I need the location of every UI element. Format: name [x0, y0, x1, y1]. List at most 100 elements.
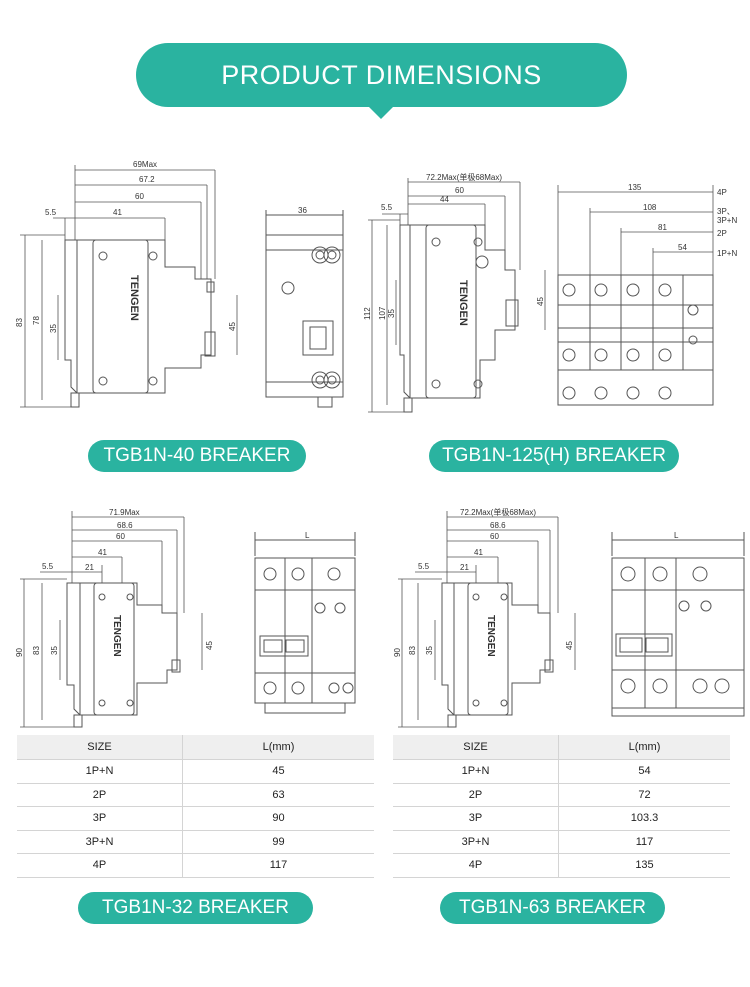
- tgb1n125-dim-60: 60: [455, 186, 464, 195]
- tgb1n40-dim-36: 36: [298, 206, 307, 215]
- table-cell-size: 2P: [17, 783, 183, 807]
- tgb1n63-dim-68.6: 68.6: [490, 521, 506, 530]
- table-cell-length: 54: [558, 759, 730, 784]
- tgb1n63-side-drawing: TENGEN 72.2Max(单极68Max) 68.6 60 41: [390, 505, 600, 735]
- tgb1n63-dim-5.5: 5.5: [418, 562, 430, 571]
- tgb1n125-label-3pn: 3P+N: [717, 216, 737, 225]
- table-cell-length: 103.3: [558, 806, 730, 831]
- tgb1n32-dim-21: 21: [85, 563, 94, 572]
- tgb1n32-dim-41: 41: [98, 548, 107, 557]
- table-header-row: SIZE L(mm): [393, 735, 730, 760]
- table-header-row: SIZE L(mm): [17, 735, 374, 760]
- tgb1n125-dim-5.5: 5.5: [381, 203, 393, 212]
- tgb1n40-label: TGB1N-40 BREAKER: [88, 440, 306, 472]
- table-cell-length: 117: [182, 853, 374, 878]
- tgb1n40-dim-83: 83: [15, 318, 24, 327]
- tgb1n63-dim-83: 83: [408, 646, 417, 655]
- tgb1n40-dim-78: 78: [32, 316, 41, 325]
- tgb1n125-dim-72max: 72.2Max(单极68Max): [426, 172, 502, 182]
- tgb1n125-side-drawing: TENGEN 72.2Max(单极68Max) 60 44 5.5 112 10…: [360, 170, 560, 420]
- table-cell-length: 117: [558, 830, 730, 854]
- tgb1n63-dim-60: 60: [490, 532, 499, 541]
- table-header-length: L(mm): [182, 735, 374, 760]
- tgb1n125-dim-35: 35: [387, 309, 396, 318]
- tgb1n125-dim-81: 81: [658, 223, 667, 232]
- tgb1n125-label-2p: 2P: [717, 229, 727, 238]
- tgb1n63-dim-45: 45: [565, 641, 574, 650]
- table-header-size: SIZE: [17, 735, 183, 760]
- tgb1n125-dim-45: 45: [536, 297, 545, 306]
- tgb1n63-brand: TENGEN: [485, 615, 496, 657]
- table-cell-size: 1P+N: [17, 759, 183, 784]
- tgb1n63-front-drawing: L: [608, 528, 748, 723]
- tgb1n125-brand: TENGEN: [457, 280, 469, 326]
- tgb1n125-label-3p: 3P、: [717, 207, 735, 216]
- tgb1n63-dim-41: 41: [474, 548, 483, 557]
- tgb1n40-front-drawing: 36: [258, 205, 358, 415]
- table-cell-size: 3P+N: [393, 830, 559, 854]
- table-cell-size: 3P+N: [17, 830, 183, 854]
- table-cell-size: 4P: [393, 853, 559, 878]
- tgb1n125-dim-135: 135: [628, 183, 642, 192]
- tgb1n40-dim-60: 60: [135, 192, 144, 201]
- page-title: PRODUCT DIMENSIONS: [136, 43, 627, 107]
- tgb1n63-dim-90: 90: [393, 648, 402, 657]
- tgb1n32-dim-60: 60: [116, 532, 125, 541]
- tgb1n32-dim-35: 35: [50, 646, 59, 655]
- tgb1n63-label: TGB1N-63 BREAKER: [440, 892, 665, 924]
- tgb1n40-dim-45: 45: [228, 322, 237, 331]
- tgb1n32-brand: TENGEN: [111, 615, 122, 657]
- tgb1n125-dim-54: 54: [678, 243, 687, 252]
- tgb1n40-dim-69max: 69Max: [133, 160, 157, 169]
- tgb1n125-label-4p: 4P: [717, 188, 727, 197]
- tgb1n63-dim-21: 21: [460, 563, 469, 572]
- tgb1n125-dim-112: 112: [363, 307, 372, 320]
- tgb1n32-dim-71.9max: 71.9Max: [109, 508, 140, 517]
- tgb1n125-label-1pn: 1P+N: [717, 249, 737, 258]
- table-cell-size: 3P: [17, 806, 183, 831]
- tgb1n32-dim-45: 45: [205, 641, 214, 650]
- table-cell-length: 135: [558, 853, 730, 878]
- tgb1n32-dim-90: 90: [15, 648, 24, 657]
- tgb1n125-dim-108: 108: [643, 203, 657, 212]
- tgb1n32-front-drawing: L: [250, 528, 365, 723]
- table-cell-length: 72: [558, 783, 730, 807]
- table-cell-length: 45: [182, 759, 374, 784]
- tgb1n40-dim-67: 67.2: [139, 175, 155, 184]
- tgb1n40-dim-35: 35: [49, 324, 58, 333]
- table-cell-length: 90: [182, 806, 374, 831]
- tgb1n32-dim-L: L: [305, 531, 310, 540]
- tgb1n32-dim-68.6: 68.6: [117, 521, 133, 530]
- tgb1n32-label: TGB1N-32 BREAKER: [78, 892, 313, 924]
- tgb1n125-front-drawing: 135 108 81 54 4P 3P、 3P+N 2P 1P+N: [553, 180, 743, 415]
- tgb1n125-dim-107: 107: [378, 306, 387, 320]
- tgb1n32-dim-5.5: 5.5: [42, 562, 54, 571]
- tgb1n125-dim-44: 44: [440, 195, 449, 204]
- tgb1n32-dim-83: 83: [32, 646, 41, 655]
- table-cell-size: 3P: [393, 806, 559, 831]
- tgb1n63-dim-35: 35: [425, 646, 434, 655]
- tgb1n40-brand: TENGEN: [128, 275, 140, 321]
- tgb1n40-side-drawing: TENGEN 69Max 67.2 60 41 5.5: [15, 155, 245, 415]
- tgb1n40-dim-41: 41: [113, 208, 122, 217]
- table-header-size: SIZE: [393, 735, 559, 760]
- table-cell-length: 63: [182, 783, 374, 807]
- table-cell-size: 1P+N: [393, 759, 559, 784]
- banner-pointer: [368, 106, 394, 119]
- table-header-length: L(mm): [558, 735, 730, 760]
- table-cell-size: 4P: [17, 853, 183, 878]
- table-cell-size: 2P: [393, 783, 559, 807]
- table-cell-length: 99: [182, 830, 374, 854]
- tgb1n125-label: TGB1N-125(H) BREAKER: [429, 440, 679, 472]
